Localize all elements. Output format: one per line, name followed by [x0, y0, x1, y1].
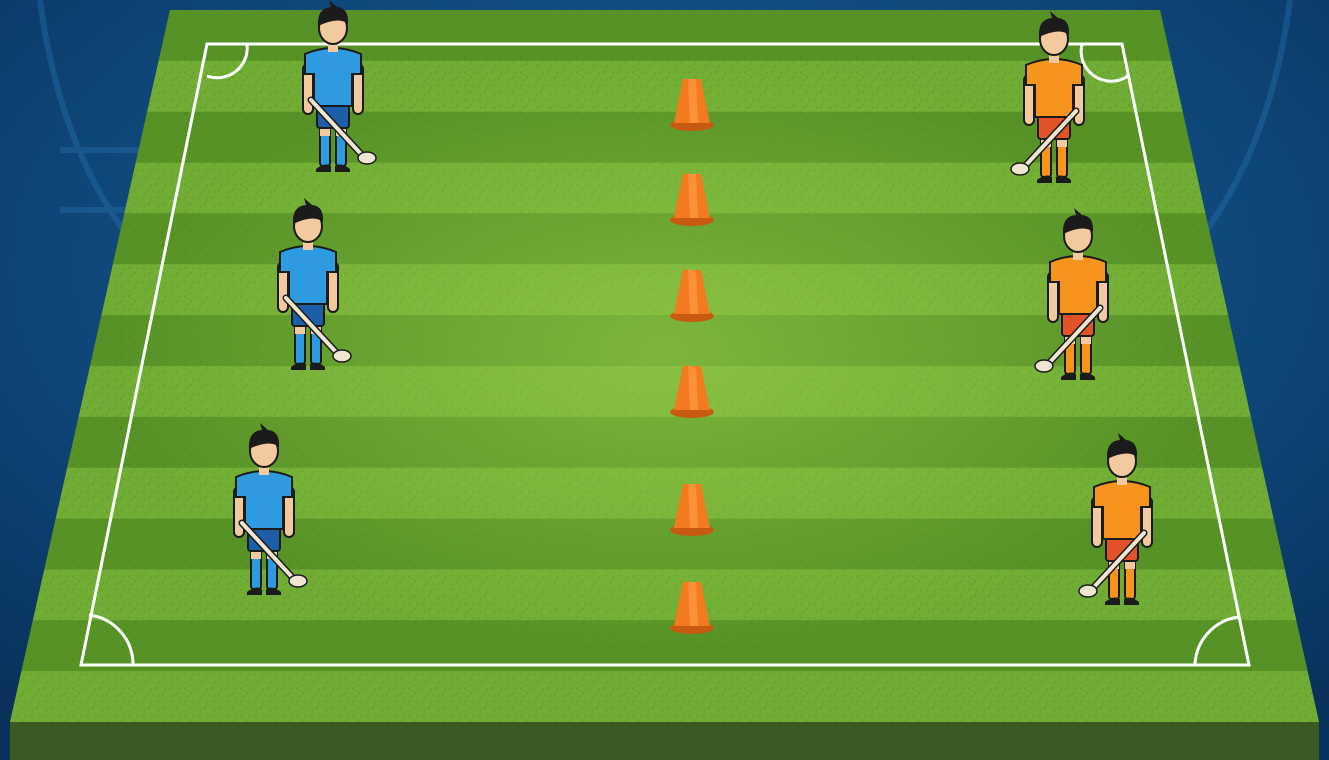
pitch-highlight — [10, 10, 1319, 722]
pitch-edge — [10, 722, 1319, 760]
